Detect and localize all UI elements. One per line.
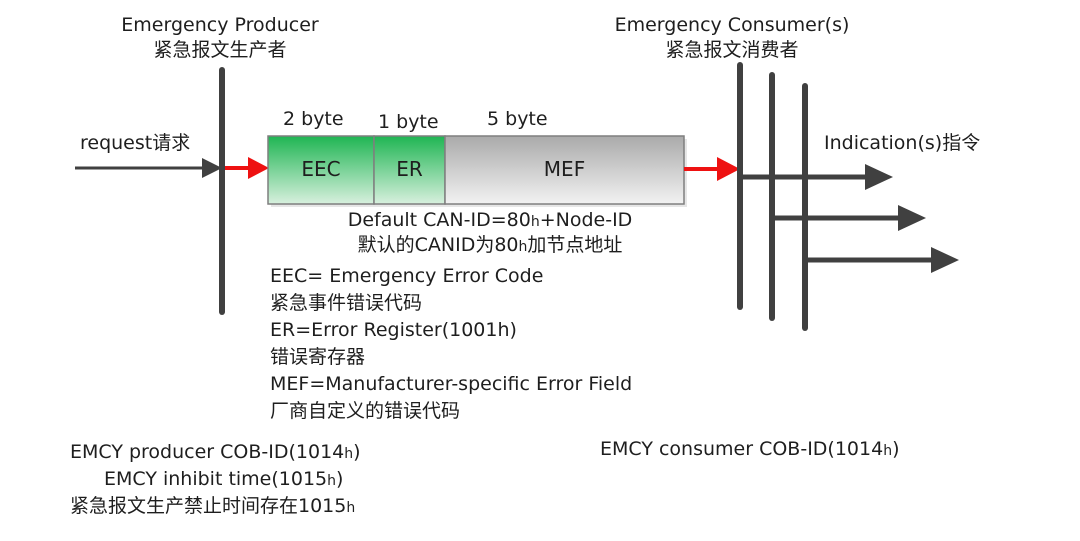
deliver-arrow [684, 157, 740, 181]
definition-er-zh: 错误寄存器 [270, 346, 366, 368]
definition-eec-en: EEC= Emergency Error Code [270, 265, 544, 287]
indication-arrow-1 [740, 164, 893, 190]
producer-inhibit-time: EMCY inhibit time(1015h) [104, 468, 344, 490]
definition-mef-en: MEF=Manufacturer-specific Error Field [270, 373, 633, 395]
frame-label-eec: EEC [301, 157, 341, 181]
frame-cell-er [373, 135, 446, 205]
producer-title-en: Emergency Producer [121, 14, 319, 36]
consumer-title-en: Emergency Consumer(s) [614, 14, 850, 36]
byte-size-eec: 2 byte [283, 108, 344, 130]
consumer-cob-id: EMCY consumer COB-ID(1014h) [600, 438, 900, 460]
canid-default-en: Default CAN-ID=80h+Node-ID [347, 209, 633, 231]
producer-cob-id: EMCY producer COB-ID(1014h) [70, 441, 361, 463]
request-arrow [75, 158, 222, 178]
definition-eec-zh: 紧急事件错误代码 [270, 292, 423, 314]
frame-label-er: ER [396, 157, 423, 181]
byte-size-er: 1 byte [378, 111, 439, 133]
send-arrow [225, 157, 269, 179]
indication-label: Indication(s)指令 [824, 132, 981, 154]
indication-arrow-3 [805, 247, 959, 273]
definition-mef-zh: 厂商自定义的错误代码 [270, 400, 461, 422]
definition-er-en: ER=Error Register(1001h) [270, 319, 517, 341]
indication-arrow-2 [772, 205, 926, 231]
producer-title-zh: 紧急报文生产者 [153, 39, 287, 61]
frame-cell-eec [267, 135, 375, 205]
canid-default-zh: 默认的CANID为80h加节点地址 [357, 234, 623, 256]
frame-label-mef: MEF [543, 157, 586, 181]
byte-size-mef: 5 byte [487, 108, 548, 130]
consumer-title-zh: 紧急报文消费者 [665, 39, 799, 61]
producer-inhibit-time-zh: 紧急报文生产禁止时间存在1015h [70, 495, 356, 517]
request-label: request请求 [80, 132, 191, 154]
